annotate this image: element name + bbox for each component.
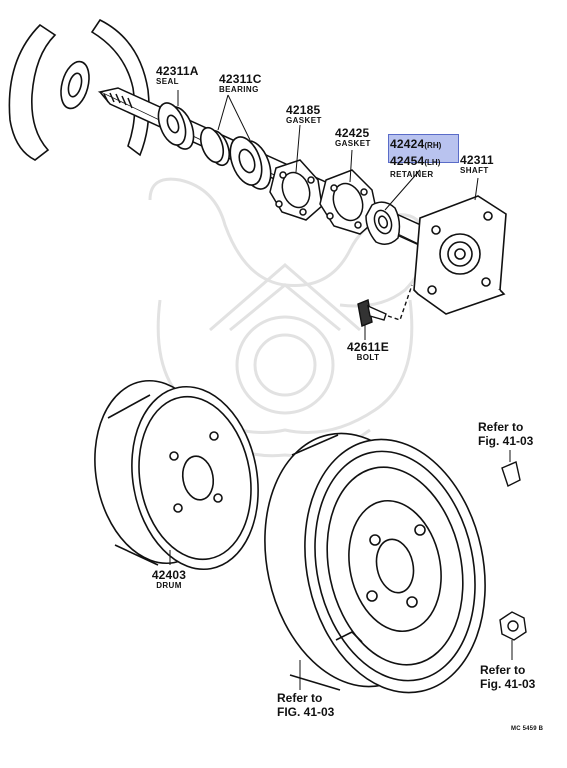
drum-part-number: 42403 <box>151 568 187 582</box>
reference-bottom-right: Refer to Fig. 41-03 <box>480 664 535 690</box>
seal-part <box>157 102 195 150</box>
retainer-lh-suffix: (LH) <box>424 158 441 167</box>
seal-part-number: 42311A <box>156 64 199 78</box>
retainer-label: 42424(RH) 42454(LH) RETAINER <box>390 136 441 179</box>
gasket-2-part <box>319 169 379 235</box>
reference-bottom-right-line1: Refer to <box>480 663 526 677</box>
reference-bottom-left-line1: Refer to <box>277 691 323 705</box>
bearing-part-name: BEARING <box>219 85 259 94</box>
seal-label: 42311A SEAL <box>156 65 199 86</box>
gasket-1-part-name: GASKET <box>286 116 322 125</box>
wheel-part <box>264 432 486 694</box>
bearing-label: 42311C BEARING <box>219 73 262 94</box>
bearing-part <box>199 126 272 190</box>
leader-lines <box>169 90 513 690</box>
shaft-part-name: SHAFT <box>460 166 489 175</box>
reference-bottom-left: Refer to FIG. 41-03 <box>277 692 334 718</box>
seal-part-name: SEAL <box>156 77 179 86</box>
shaft-label: 42311 SHAFT <box>460 154 494 175</box>
reference-top-right: Refer to Fig. 41-03 <box>478 421 533 447</box>
retainer-part-name: RETAINER <box>390 170 434 179</box>
drum-part-name: DRUM <box>156 581 182 590</box>
retainer-lh-part-number: 42454 <box>390 154 425 168</box>
reference-bottom-left-line2: FIG. 41-03 <box>277 705 335 719</box>
bolt-label: 42611E BOLT <box>345 341 391 362</box>
gasket-2-part-number: 42425 <box>335 126 370 140</box>
bolt-part-number: 42611E <box>347 340 389 354</box>
bearing-part-number: 42311C <box>219 72 262 86</box>
gasket-1-part-number: 42185 <box>286 103 321 117</box>
gasket-2-part-name: GASKET <box>335 139 371 148</box>
lug-nut-parts <box>499 461 527 641</box>
drum-label: 42403 DRUM <box>148 569 190 590</box>
diagram-code: MC 5459 B <box>511 726 544 732</box>
shaft-flange-part <box>413 195 507 315</box>
bolt-part <box>357 284 413 327</box>
brake-drum-part <box>94 379 259 571</box>
retainer-rh-suffix: (RH) <box>424 141 442 150</box>
retainer-rh-part-number: 42424 <box>390 137 425 151</box>
retainer-highlight <box>388 134 459 163</box>
reference-top-right-line1: Refer to <box>478 420 524 434</box>
reference-bottom-right-line2: Fig. 41-03 <box>480 677 536 691</box>
gasket-1-label: 42185 GASKET <box>286 104 322 125</box>
bolt-part-name: BOLT <box>356 353 380 362</box>
reference-top-right-line2: Fig. 41-03 <box>478 434 534 448</box>
retainer-part <box>365 201 401 245</box>
gasket-1-part <box>269 159 323 221</box>
backing-plate <box>8 18 150 161</box>
gasket-2-label: 42425 GASKET <box>335 127 371 148</box>
shaft-part-number: 42311 <box>460 153 494 167</box>
